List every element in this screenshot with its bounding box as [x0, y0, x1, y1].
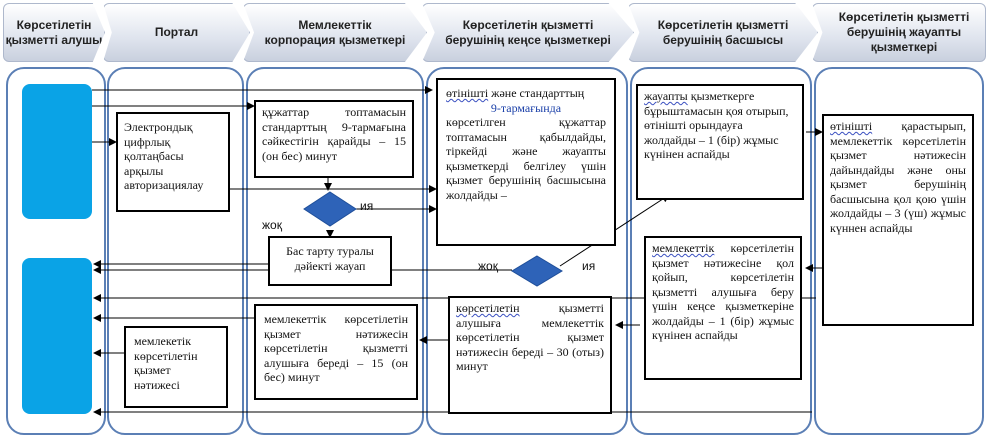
box-text: Электрондық цифрлық қолтаңбасы арқылы ав…: [124, 120, 204, 192]
box-head-assign: жауапты қызметкерге бұрыштамасын қоя оты…: [636, 84, 804, 200]
header-label: Портал: [154, 25, 199, 39]
box-text: көрсетілетін: [456, 301, 520, 315]
header-state-corporation: Мемлекеттік корпорация қызметкері: [243, 3, 427, 62]
box-corp-issue-result: мемлекеттік көрсетілетін қызмет нәтижесі…: [254, 304, 418, 400]
box-text: өтінішті: [830, 119, 873, 133]
label-yes-1: ия: [360, 199, 374, 213]
box-text: мемлекеттік: [652, 241, 715, 255]
header-label: Мемлекеттік корпорация қызметкері: [264, 17, 406, 47]
box-text: қызметкерге бұрыштамасын қоя отырып, өті…: [644, 89, 789, 161]
label-no-1: жоқ: [262, 218, 282, 232]
box-text: өтінішті: [446, 86, 489, 100]
box-text: көрсетілген құжаттар топтамасын қабылдай…: [446, 115, 606, 202]
box-text: 9-тармағында: [490, 100, 562, 115]
label-yes-2: ия: [582, 259, 596, 273]
header-provider-head: Көрсетілетін қызметті берушінің басшысы: [628, 3, 818, 62]
header-label: Көрсетілетін қызметті берушінің жауапты …: [838, 10, 970, 54]
header-label: Көрсетілетін қызметті алушы: [5, 17, 103, 47]
header-responsible-employee: Көрсетілетін қызметті берушінің жауапты …: [812, 3, 986, 62]
header-service-recipient: Көрсетілетін қызметті алушы: [3, 3, 105, 62]
box-office-issue: көрсетілетін қызметті алушыға мемлекетті…: [448, 296, 612, 414]
box-text: көрсетілетін қызмет нәтижесіне қол қойып…: [652, 241, 794, 342]
box-corp-check-documents: құжаттар топтамасын стандарттың 9-тармағ…: [254, 100, 414, 178]
label-no-2: жоқ: [478, 259, 498, 273]
box-office-accept: өтінішті және стандарттың 9-тармағында к…: [436, 78, 616, 246]
box-portal-authorization: Электрондық цифрлық қолтаңбасы арқылы ав…: [116, 112, 230, 212]
box-text: қарастырып, мемлекеттік көрсетілетін қыз…: [830, 119, 966, 235]
box-text: мемлекетік көрсетілетін қызмет нәтижесі: [134, 334, 198, 392]
box-text: Бас тарту туралы дәйекті жауап: [286, 244, 374, 273]
box-text: құжаттар топтамасын стандарттың 9-тармағ…: [262, 105, 406, 163]
decision-diamond-1: [303, 191, 357, 227]
box-text: жауапты: [644, 89, 688, 103]
box-text: және стандарттың: [491, 86, 585, 100]
decision-diamond-2: [511, 255, 563, 287]
header-label: Көрсетілетін қызметті берушінің кеңсе қы…: [445, 17, 611, 47]
start-shape: [22, 84, 92, 219]
header-portal: Портал: [103, 3, 250, 62]
box-text: мемлекеттік көрсетілетін қызмет нәтижесі…: [264, 312, 408, 384]
box-responsible-prepare: өтінішті қарастырып, мемлекеттік көрсеті…: [822, 114, 974, 326]
header-label: Көрсетілетін қызметті берушінің басшысы: [657, 17, 789, 47]
box-service-result: мемлекетік көрсетілетін қызмет нәтижесі: [124, 326, 228, 408]
end-shape: [22, 258, 92, 414]
box-head-sign: мемлекеттік көрсетілетін қызмет нәтижесі…: [644, 236, 802, 380]
box-text: қызметті алушыға мемлекеттік көрсетілеті…: [456, 301, 604, 373]
header-office-employee: Көрсетілетін қызметті берушінің кеңсе қы…: [422, 3, 634, 62]
box-refusal-answer: Бас тарту туралы дәйекті жауап: [268, 236, 392, 286]
